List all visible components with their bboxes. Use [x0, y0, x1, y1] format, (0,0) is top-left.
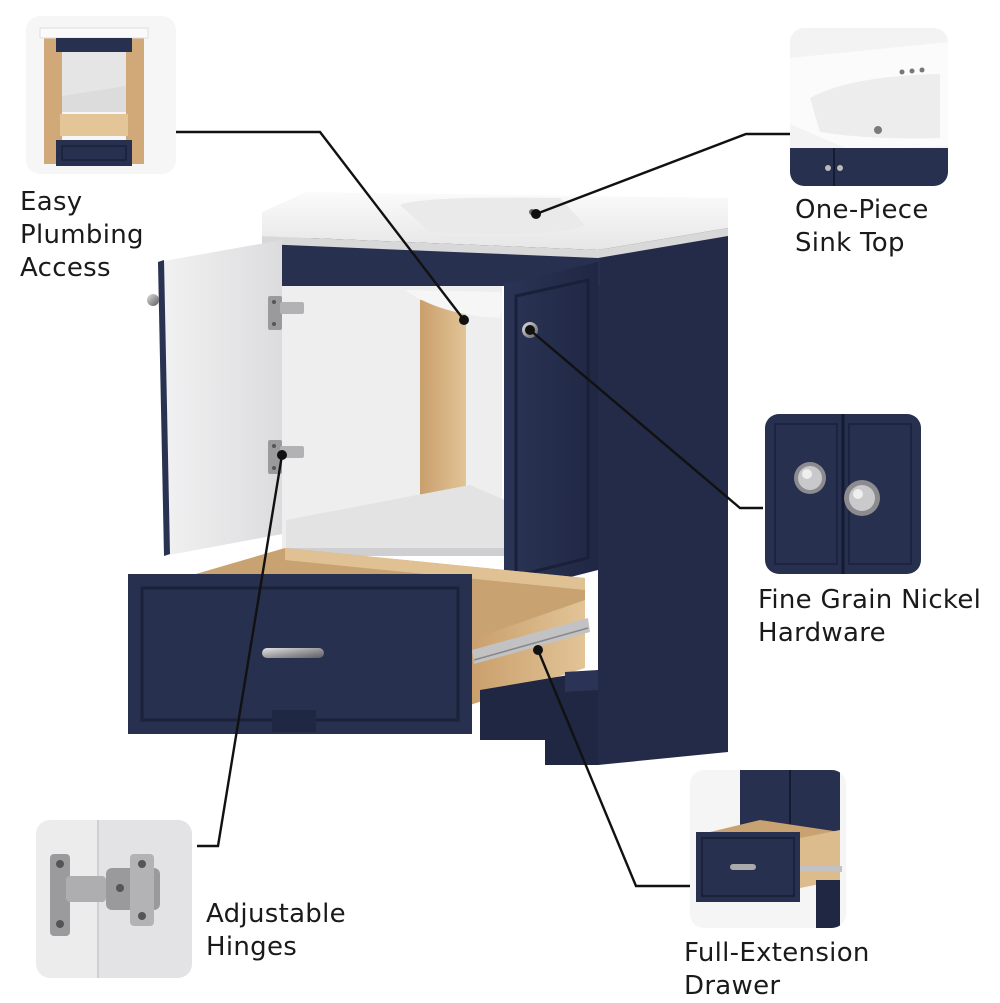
inset-plumbing-access	[26, 16, 176, 174]
callout-nickel-hardware: Fine Grain Nickel Hardware	[758, 584, 981, 650]
leader-drawer	[536, 649, 690, 888]
leader-lines	[176, 130, 790, 888]
callout-plumbing-line1: Easy	[20, 187, 83, 217]
interior-wood-wall	[420, 292, 466, 548]
upper-hinge	[268, 296, 304, 330]
cabinet-side-panel	[598, 225, 728, 765]
callout-plumbing-access: Easy Plumbing Access	[20, 186, 144, 285]
cabinet-base	[480, 670, 598, 765]
callout-adjustable-hinges: Adjustable Hinges	[206, 898, 346, 964]
callout-full-extension-drawer: Full-Extension Drawer	[684, 937, 870, 1003]
sink-basin	[400, 197, 585, 234]
callout-sink-top: One-Piece Sink Top	[795, 194, 929, 260]
interior-shelf	[286, 485, 505, 548]
drawer-box-side	[470, 600, 585, 705]
callout-drawer-line2: Drawer	[684, 971, 781, 1001]
inset-adjustable-hinges	[36, 820, 192, 978]
left-door-open	[158, 240, 282, 556]
drawer-pull	[262, 648, 324, 658]
leader-hardware	[529, 329, 763, 510]
callout-sink-line2: Sink Top	[795, 228, 905, 258]
inset-sink-top	[790, 28, 948, 186]
callout-plumbing-line3: Access	[20, 253, 111, 283]
inset-full-extension-drawer	[690, 770, 846, 928]
callout-hinges-line1: Adjustable	[206, 899, 346, 929]
right-door-open	[504, 262, 598, 594]
leader-plumbing	[176, 130, 465, 321]
callout-hardware-line2: Hardware	[758, 618, 886, 648]
callout-drawer-line1: Full-Extension	[684, 938, 870, 968]
leader-hinges	[197, 454, 284, 848]
callout-sink-line1: One-Piece	[795, 195, 929, 225]
callout-hardware-line1: Fine Grain Nickel	[758, 585, 982, 615]
leader-sink	[535, 132, 790, 216]
callout-hinges-line2: Hinges	[206, 932, 298, 962]
callout-plumbing-line2: Plumbing	[20, 220, 144, 250]
left-door-knob	[147, 294, 159, 306]
inset-nickel-hardware	[765, 414, 921, 574]
